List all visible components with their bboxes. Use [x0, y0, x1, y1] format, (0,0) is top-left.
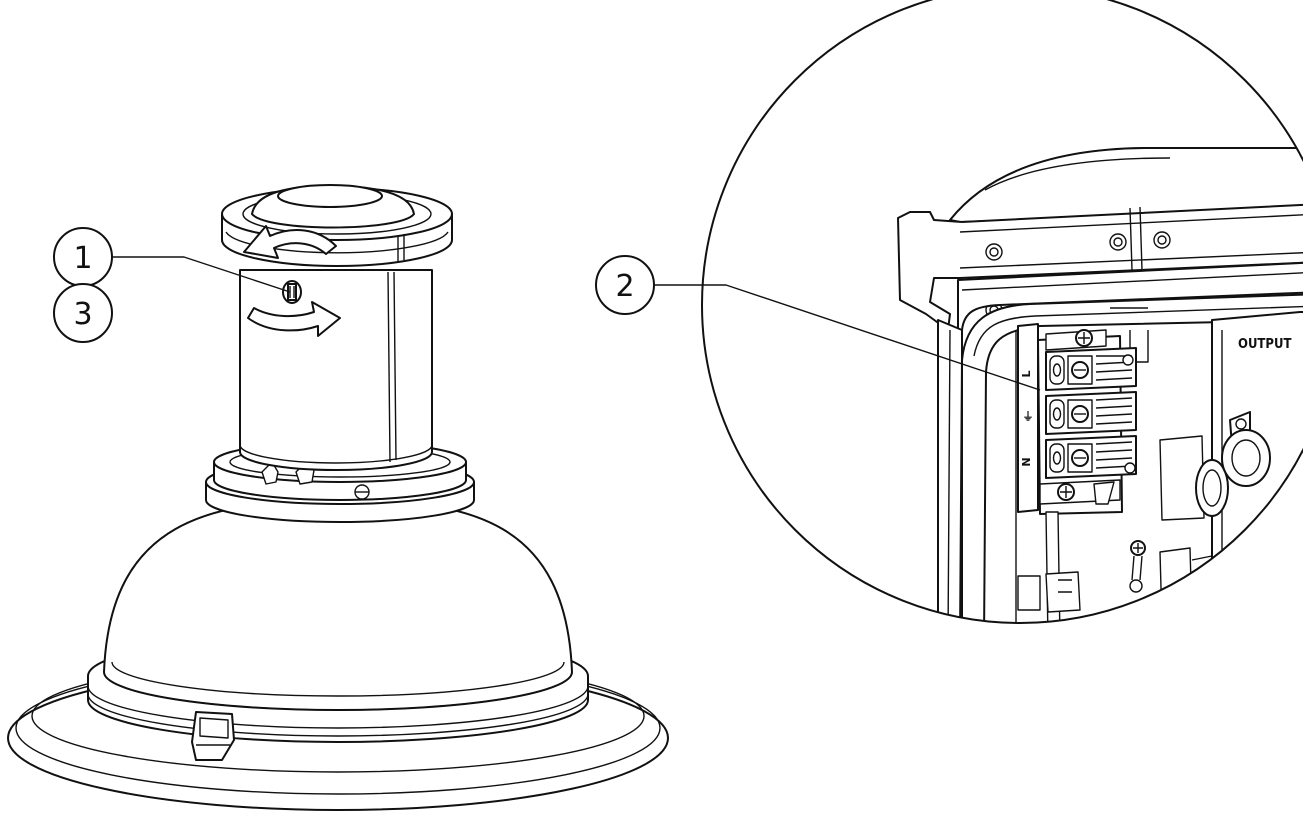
callout-3: 3 [53, 283, 113, 343]
callout-3-label: 3 [73, 297, 92, 332]
terminal-block-detail: L ⏚ N OUTPUT [701, 0, 1303, 624]
rotate-body-arrow-icon [247, 301, 341, 337]
terminal-label-live: L [1020, 370, 1033, 377]
terminal-label-earth: ⏚ [1023, 410, 1034, 423]
reflector-dome [103, 499, 573, 711]
callout-1: 1 [53, 227, 113, 287]
callout-1-label: 1 [73, 241, 92, 276]
locking-screw-icon [282, 280, 302, 304]
callout-2-leader [654, 284, 1041, 391]
callout-1-leader [112, 256, 291, 293]
output-label: OUTPUT [1238, 337, 1291, 352]
terminal-label-neutral: N [1020, 457, 1033, 466]
callout-2-label: 2 [615, 269, 634, 304]
lamp-assembly [7, 184, 669, 811]
top-cap [221, 184, 453, 267]
callout-2: 2 [595, 255, 655, 315]
terminal-strip: L ⏚ N [1017, 323, 1137, 515]
rim-buckle-clip [191, 711, 235, 761]
rotate-cap-arrow-icon [243, 225, 337, 259]
detail-magnifier-circle [701, 0, 1303, 624]
lamp-body-cylinder [239, 269, 433, 471]
